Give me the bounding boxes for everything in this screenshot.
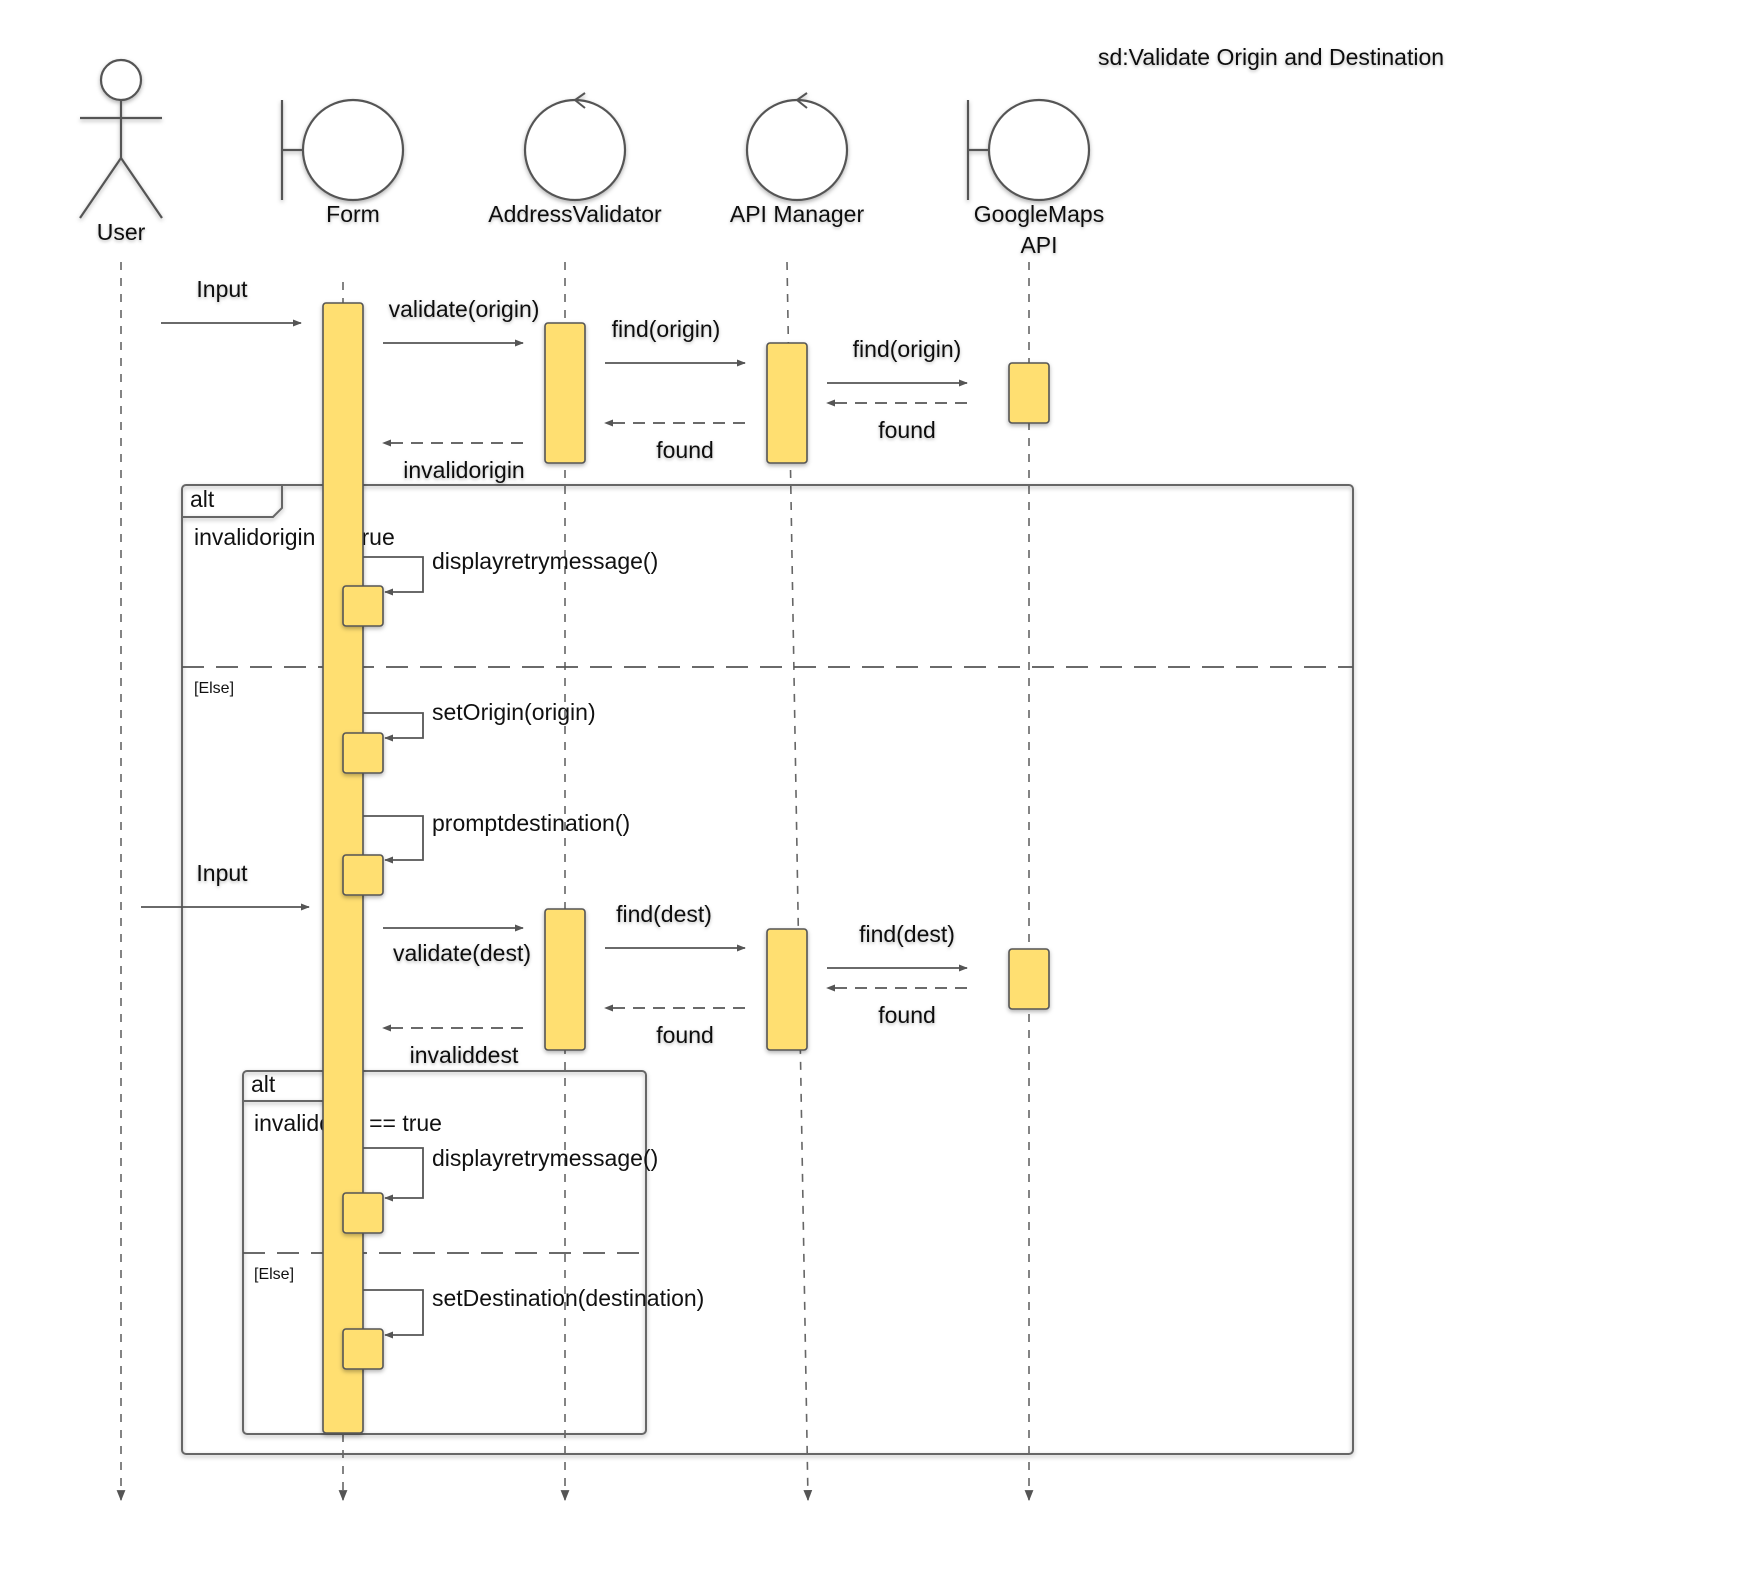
alt-fragment-outer (181, 484, 1354, 1455)
message-label-input-2: Input (196, 860, 248, 886)
form-boundary-icon (280, 98, 405, 202)
participant-api-manager-label: API Manager (730, 201, 865, 227)
return-label-found-1: found (878, 417, 936, 443)
participant-googlemaps-label-line1: GoogleMaps (974, 201, 1104, 227)
return-label-invalidorigin: invalidorigin (403, 457, 524, 483)
return-label-found-3: found (878, 1002, 936, 1028)
api-manager-control-icon (745, 92, 849, 202)
participant-address-validator-label: AddressValidator (488, 201, 662, 227)
message-label-find-dest-1: find(dest) (616, 901, 712, 927)
lifeline-api-manager (786, 261, 813, 1502)
self-message-display-retry-1 (363, 556, 424, 596)
alt-fragment-outer-operator: alt (190, 486, 215, 512)
participant-googlemaps-label-line2: API (1020, 232, 1057, 258)
activation-address-validator-dest (544, 908, 586, 1051)
self-message-label-display-retry-1: displayretrymessage() (432, 548, 658, 574)
self-message-label-set-destination: setDestination(destination) (432, 1285, 704, 1311)
alt-fragment-inner-operator: alt (251, 1071, 276, 1097)
activation-googlemaps-origin (1008, 362, 1050, 424)
activation-api-manager-dest (766, 928, 808, 1051)
googlemaps-api-boundary-icon (966, 98, 1091, 202)
self-message-label-prompt-destination: promptdestination() (432, 810, 630, 836)
self-message-set-origin (363, 712, 424, 742)
participant-user-label: User (97, 219, 146, 245)
message-label-input-1: Input (196, 276, 248, 302)
self-message-prompt-destination (363, 815, 424, 864)
activation-form-prompt-destination (342, 854, 384, 896)
message-label-find-dest-2: find(dest) (859, 921, 955, 947)
self-message-display-retry-2 (363, 1147, 424, 1202)
alt-fragment-outer-else: [Else] (194, 680, 234, 697)
return-label-invaliddest: invaliddest (410, 1042, 519, 1068)
return-label-found-4: found (656, 1022, 714, 1048)
message-label-find-origin-2: find(origin) (853, 336, 962, 362)
activation-form-display-retry-1 (342, 585, 384, 627)
activation-form-display-retry-2 (342, 1192, 384, 1234)
activation-api-manager-origin (766, 342, 808, 464)
self-message-set-destination (363, 1289, 424, 1339)
self-message-label-set-origin: setOrigin(origin) (432, 699, 596, 725)
self-message-label-display-retry-2: displayretrymessage() (432, 1145, 658, 1171)
return-label-found-2: found (656, 437, 714, 463)
alt-fragment-inner-else: [Else] (254, 1266, 294, 1283)
message-label-validate-dest: validate(dest) (393, 940, 531, 966)
participant-form-label: Form (326, 201, 380, 227)
activation-form-set-destination (342, 1328, 384, 1370)
message-label-find-origin-1: find(origin) (612, 316, 721, 342)
activation-googlemaps-dest (1008, 948, 1050, 1010)
alt-fragment-outer-guard: invalidorigin == true (194, 524, 395, 550)
message-label-validate-origin: validate(origin) (389, 296, 540, 322)
user-actor-icon (79, 58, 163, 219)
activation-address-validator-origin (544, 322, 586, 464)
diagram-title: sd:Validate Origin and Destination (1098, 44, 1444, 70)
address-validator-control-icon (523, 92, 627, 202)
activation-form-set-origin (342, 732, 384, 774)
